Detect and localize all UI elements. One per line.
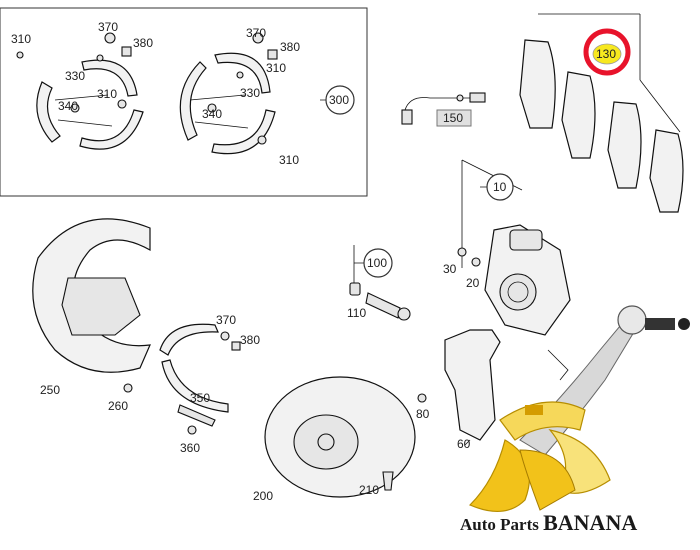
label-330-a: 330	[65, 69, 85, 83]
label-30: 30	[443, 262, 457, 276]
label-100: 100	[367, 256, 387, 270]
label-20: 20	[466, 276, 480, 290]
label-350: 350	[190, 391, 210, 405]
label-130: 130	[596, 47, 616, 61]
label-380-c: 380	[240, 333, 260, 347]
label-380-b: 380	[280, 40, 300, 54]
callout-300-circle	[325, 85, 355, 115]
label-370-b: 370	[246, 26, 266, 40]
label-10: 10	[493, 180, 507, 194]
label-370-a: 370	[98, 20, 118, 34]
label-310-c: 310	[266, 61, 286, 75]
brake-disc	[264, 376, 416, 498]
label-370-c: 370	[216, 313, 236, 327]
label-310-d: 310	[279, 153, 299, 167]
label-340-a: 340	[58, 99, 78, 113]
brake-pads	[519, 13, 684, 213]
brake-caliper	[457, 159, 571, 336]
wear-sensor	[401, 92, 486, 125]
brand-name: Auto Parts BANANA	[460, 510, 637, 535]
label-360: 360	[180, 441, 200, 455]
label-210: 210	[359, 483, 379, 497]
banana-logo	[468, 401, 611, 512]
brand-main: BANANA	[543, 510, 637, 535]
label-300: 300	[329, 93, 349, 107]
label-310-b: 310	[97, 87, 117, 101]
highlight-ring	[583, 28, 631, 76]
callout-150-box	[436, 109, 472, 127]
brake-shoe-set-left	[16, 32, 144, 150]
label-380-a: 380	[133, 36, 153, 50]
brake-shoe-set-right	[179, 32, 278, 155]
label-330-b: 330	[240, 86, 260, 100]
label-310-a: 310	[11, 32, 31, 46]
backing-plate	[32, 218, 151, 393]
callout-10-circle	[486, 173, 514, 201]
guide-bolt-kit	[349, 245, 411, 321]
label-200: 200	[253, 489, 273, 503]
callout-100-circle	[363, 248, 393, 278]
highlight-130-fill	[592, 43, 622, 65]
label-260: 260	[108, 399, 128, 413]
shoe-group-box	[0, 7, 368, 197]
caliper-bracket	[417, 329, 569, 441]
label-340-b: 340	[202, 107, 222, 121]
parking-brake-shoes	[159, 323, 241, 435]
label-110: 110	[347, 306, 366, 320]
brand-prefix: Auto Parts	[460, 515, 543, 534]
label-80: 80	[416, 407, 430, 421]
label-150: 150	[443, 111, 463, 125]
label-60: 60	[457, 437, 471, 451]
label-250: 250	[40, 383, 60, 397]
